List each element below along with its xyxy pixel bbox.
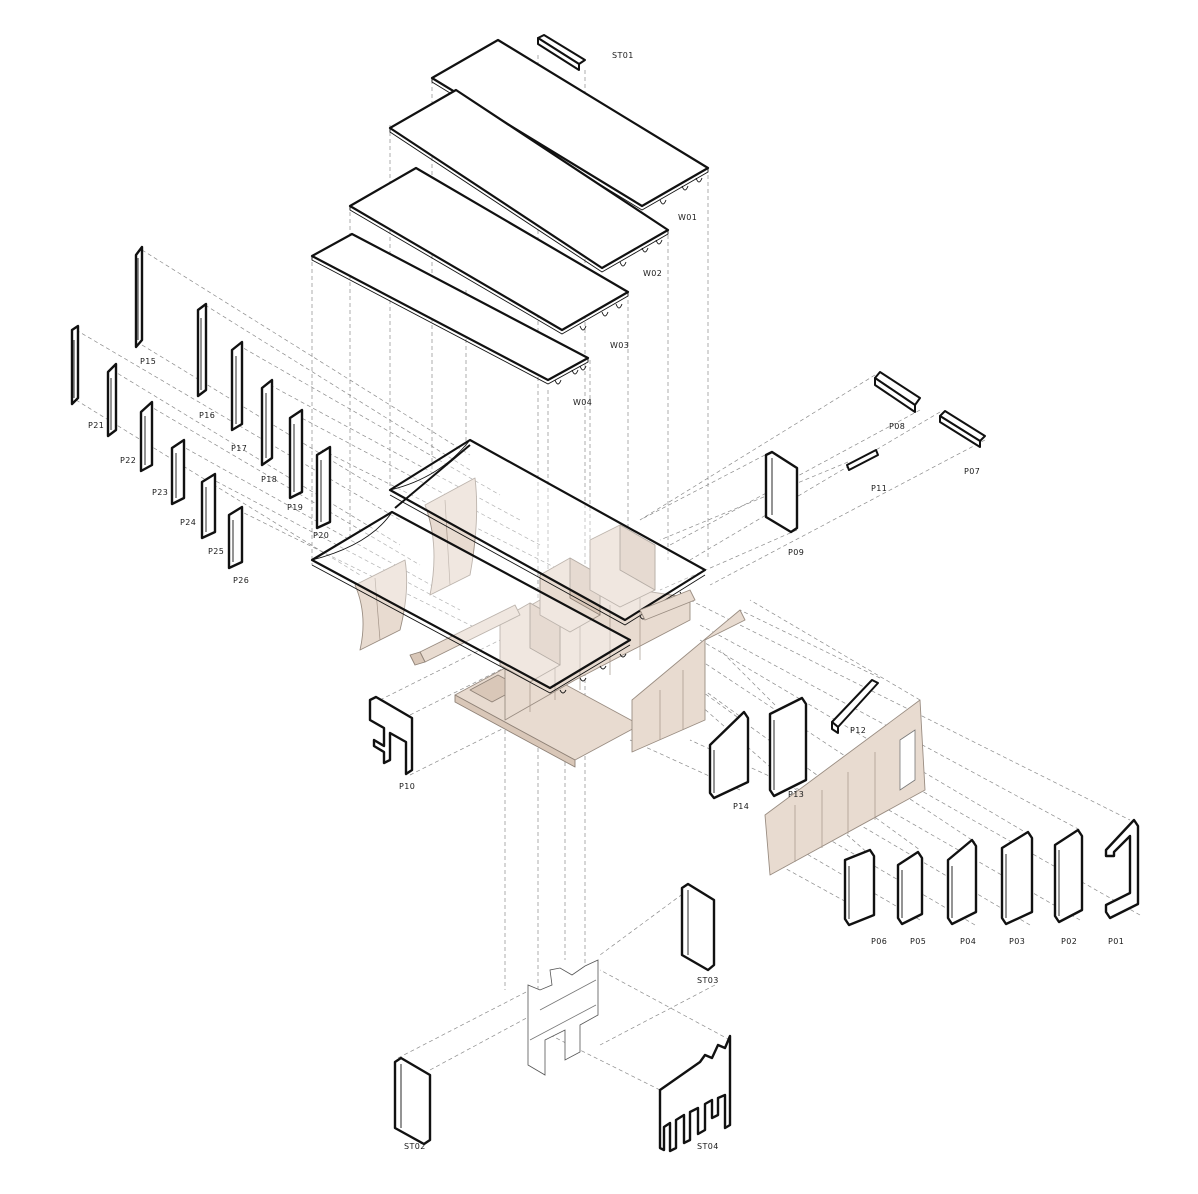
label-p26: P26: [233, 576, 249, 585]
label-p25: P25: [208, 547, 224, 556]
label-w01: W01: [678, 213, 697, 222]
label-p08: P08: [889, 422, 905, 431]
label-st03: ST03: [697, 976, 719, 985]
label-w02: W02: [643, 269, 662, 278]
panel-st04: [658, 1034, 732, 1153]
label-p20: P20: [313, 531, 329, 540]
roof-panel-w01: [430, 38, 710, 211]
roof-panel-w03: [348, 166, 630, 335]
label-p19: P19: [287, 503, 303, 512]
label-p11: P11: [871, 484, 887, 493]
panel-p10: [368, 695, 414, 776]
panel-p03: [1000, 830, 1034, 926]
central-assembly: [310, 438, 707, 768]
panel-p19: [288, 408, 304, 500]
panel-p17: [230, 340, 244, 432]
label-p16: P16: [199, 411, 215, 420]
bottom-assembly: [393, 882, 732, 1153]
label-p06: P06: [871, 937, 887, 946]
panel-st02: [393, 1056, 432, 1146]
lower-right-walls: [631, 609, 926, 876]
roof-panel-w04: [310, 232, 590, 385]
panel-p05: [896, 850, 924, 926]
label-p05: P05: [910, 937, 926, 946]
panel-p06: [843, 848, 876, 927]
label-p12: P12: [850, 726, 866, 735]
label-p13: P13: [788, 790, 804, 799]
panel-p09: [764, 450, 799, 534]
label-p09: P09: [788, 548, 804, 557]
label-w03: W03: [610, 341, 629, 350]
panel-p08: [874, 371, 921, 413]
label-p03: P03: [1009, 937, 1025, 946]
panel-p04: [946, 838, 978, 926]
panel-p20: [315, 445, 332, 530]
label-p14: P14: [733, 802, 749, 811]
left-panels: [70, 245, 332, 570]
panel-p26: [227, 505, 244, 570]
bottom-panels: [843, 818, 1140, 927]
panel-p18: [260, 378, 274, 467]
roof-panel-w02: [388, 88, 670, 273]
label-p15: P15: [140, 357, 156, 366]
label-st04: ST04: [697, 1142, 719, 1151]
panel-p01: [1104, 818, 1140, 920]
label-p10: P10: [399, 782, 415, 791]
panel-p21: [70, 324, 80, 406]
label-p22: P22: [120, 456, 136, 465]
panel-p24: [170, 438, 186, 506]
panel-p25: [200, 472, 217, 540]
label-st01: ST01: [612, 51, 634, 60]
panel-p07: [939, 410, 986, 448]
panel-p02: [1053, 828, 1084, 924]
panel-p14: [708, 710, 750, 800]
label-p17: P17: [231, 444, 247, 453]
label-p24: P24: [180, 518, 196, 527]
label-p18: P18: [261, 475, 277, 484]
label-p23: P23: [152, 488, 168, 497]
label-p01: P01: [1108, 937, 1124, 946]
panel-p13: [768, 696, 808, 798]
label-w04: W04: [573, 398, 592, 407]
label-p21: P21: [88, 421, 104, 430]
panel-p11: [846, 449, 879, 471]
stair-frame: [527, 959, 599, 1076]
strip-st01: [537, 34, 586, 71]
panel-p22: [106, 362, 118, 438]
label-p02: P02: [1061, 937, 1077, 946]
label-p04: P04: [960, 937, 976, 946]
panel-p23: [139, 400, 154, 473]
label-st02: ST02: [404, 1142, 426, 1151]
panel-st03: [680, 882, 716, 972]
panel-p15: [134, 245, 144, 349]
labels: ST01 W01 W02 W03 W04 P15 P16 P17 P18 P19…: [88, 51, 1124, 1151]
panel-p12: [831, 679, 879, 734]
label-p07: P07: [964, 467, 980, 476]
panel-p16: [196, 302, 208, 398]
